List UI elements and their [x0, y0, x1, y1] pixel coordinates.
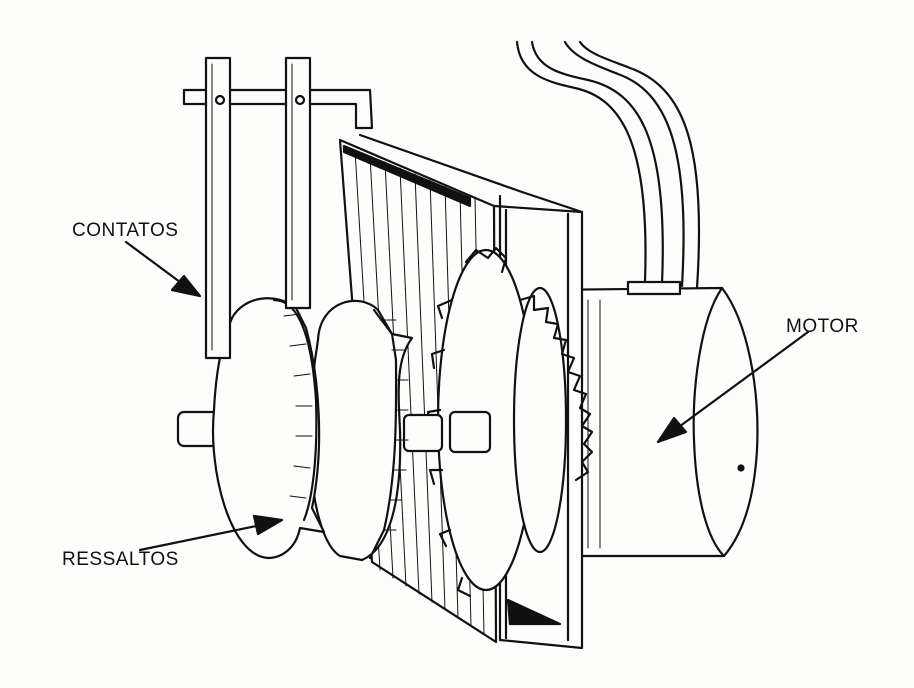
ressaltos-label: RESSALTOS [62, 549, 179, 570]
motor-arrow [656, 330, 810, 444]
motor-label: MOTOR [786, 316, 859, 337]
pinion-gear [512, 286, 594, 554]
motor-wires [515, 40, 701, 290]
cam-disc-rear [308, 299, 414, 562]
contatos-arrow [124, 240, 202, 298]
annotation-arrows [124, 240, 810, 552]
ressaltos-arrow [138, 514, 284, 552]
contatos-label: CONTATOS [72, 220, 179, 241]
contact-assembly [182, 56, 374, 360]
cam-disc-front [212, 297, 326, 560]
